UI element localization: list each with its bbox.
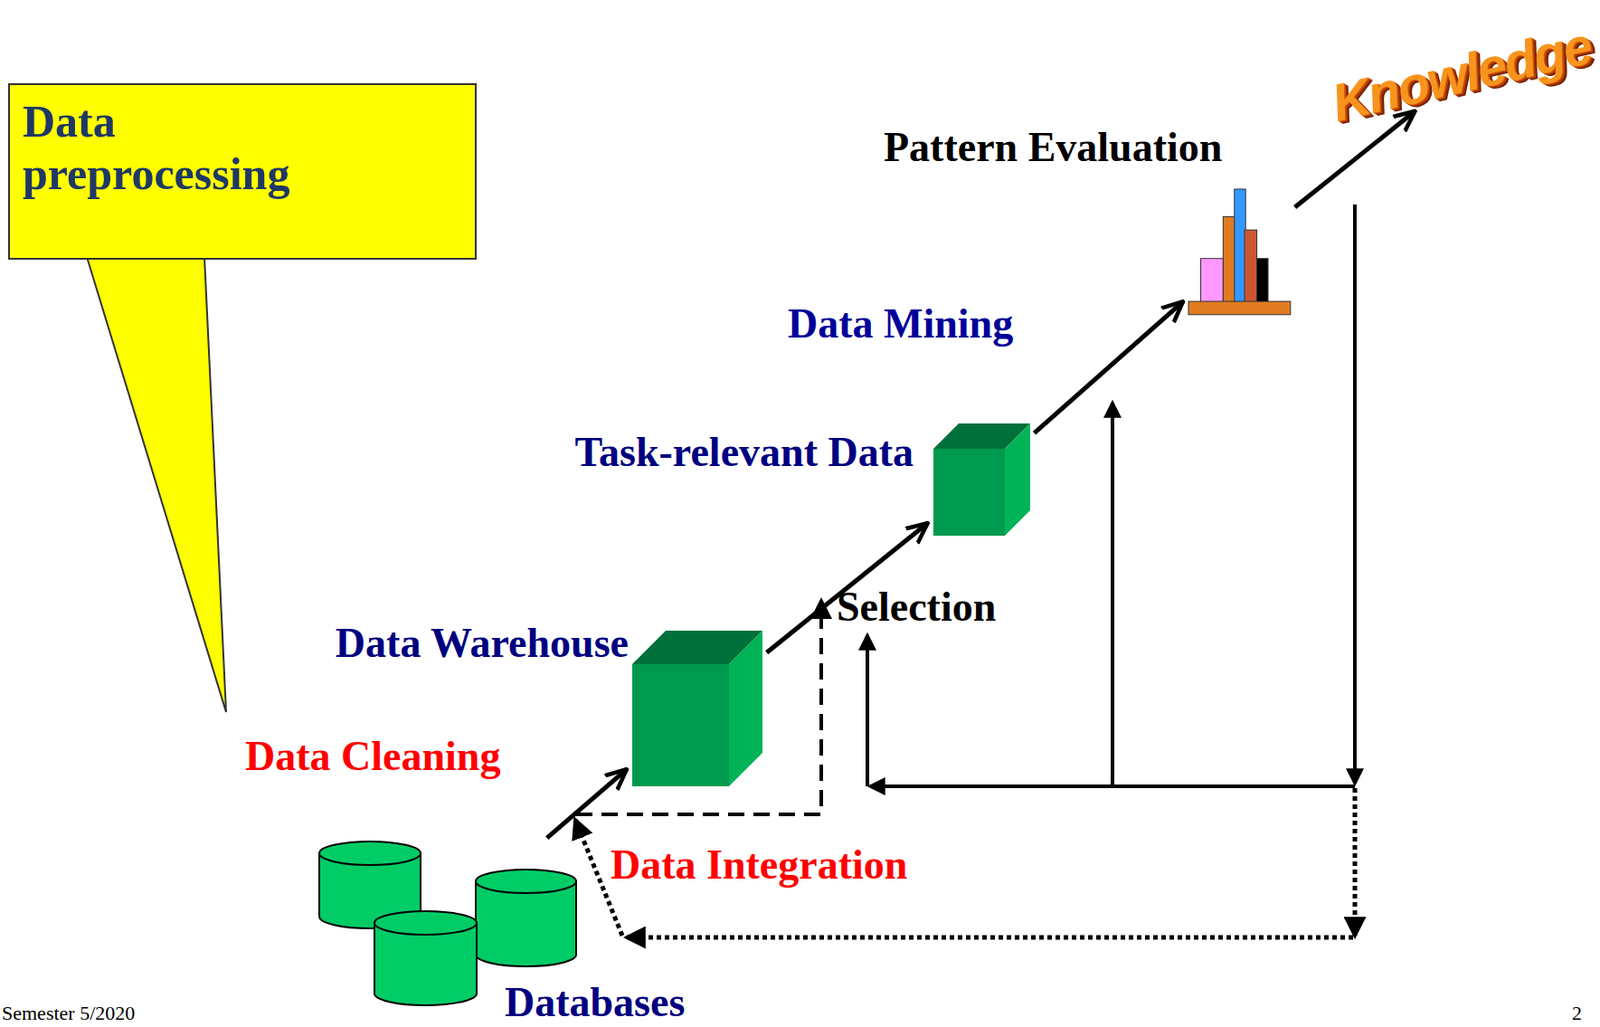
feedback-line — [865, 634, 870, 786]
step-label: Selection — [836, 585, 996, 629]
cube-side — [728, 630, 763, 786]
feedback-line — [1110, 402, 1115, 786]
step-label: Data Integration — [610, 842, 908, 887]
cube-front — [933, 448, 1005, 536]
knowledge-wordart: Knowledge — [1322, 41, 1600, 107]
chart-bar — [1188, 301, 1291, 315]
database-cylinder — [475, 869, 577, 966]
node-label: Databases — [504, 980, 685, 1024]
cube-side — [1004, 423, 1031, 536]
chart-bar — [1234, 189, 1246, 303]
cube-shape — [632, 630, 763, 786]
chart-shape — [1188, 189, 1291, 314]
chart-bar — [1257, 258, 1269, 303]
node-label: Data Warehouse — [335, 621, 629, 665]
feedback-line — [1353, 204, 1357, 784]
callout-text: Data preprocessing — [22, 95, 349, 200]
node-label: Pattern Evaluation — [883, 125, 1222, 170]
step-label: Data Mining — [787, 302, 1014, 346]
chart-bar — [1222, 216, 1236, 303]
chart-bar — [1244, 229, 1258, 303]
footer-text: Semester 5/2020 — [1, 1002, 135, 1023]
callout-tail — [86, 256, 227, 712]
data-cube: Task-relevant Data — [933, 423, 1031, 536]
dotted-feedback — [1353, 787, 1358, 936]
chart-bar — [1201, 258, 1224, 303]
step-label: Data Cleaning — [245, 734, 501, 778]
database-cylinders: Databases — [319, 841, 577, 1005]
flow-arrow — [547, 768, 627, 838]
page-number: 2 — [1571, 1002, 1582, 1023]
database-cylinder — [374, 910, 477, 1005]
node-label: Knowledge — [1318, 10, 1600, 137]
cube-front — [632, 663, 729, 786]
cube-shape — [933, 423, 1031, 536]
warehouse-cube: Data Warehouse — [632, 630, 763, 786]
callout-box: Data preprocessing — [8, 83, 477, 260]
flow-arrow — [1033, 301, 1184, 433]
pattern-chart: Pattern Evaluation — [1188, 189, 1291, 314]
dotted-feedback — [626, 935, 1354, 940]
node-label: Task-relevant Data — [575, 430, 914, 474]
